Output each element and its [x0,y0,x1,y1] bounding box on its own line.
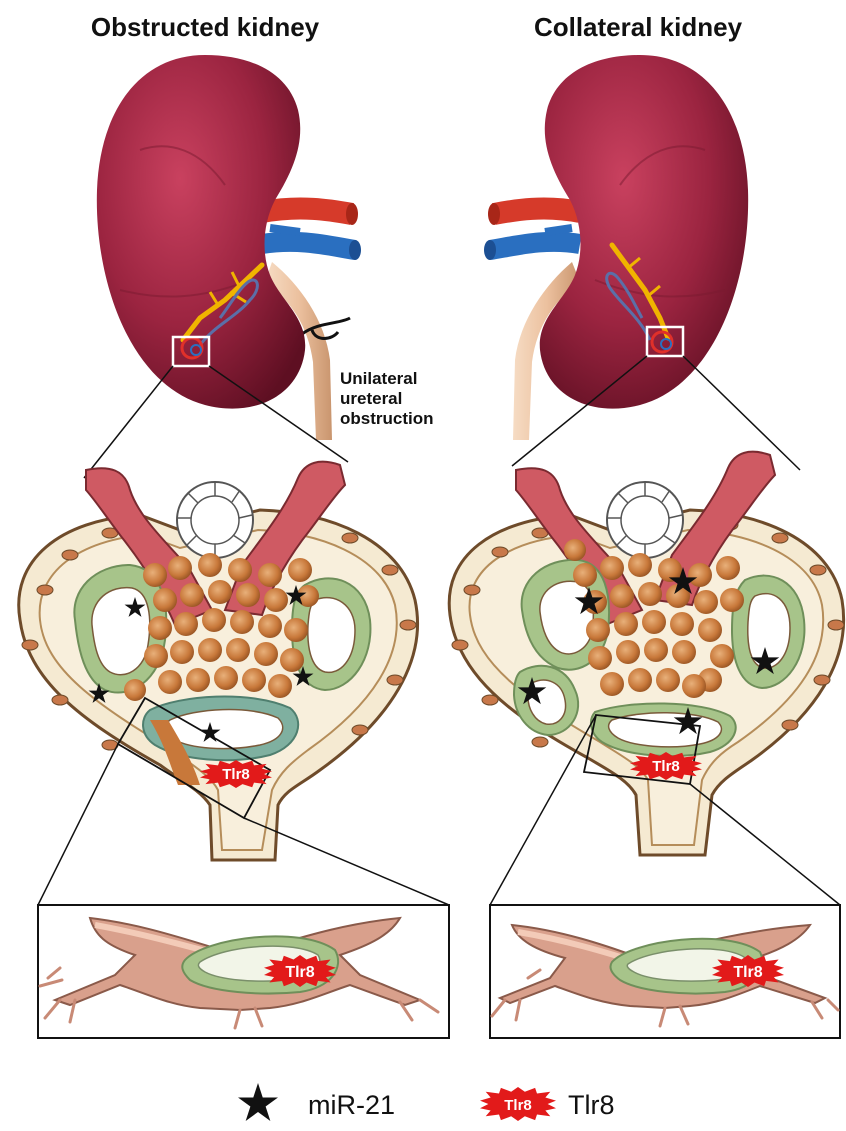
obstructed-capillary-zoom: Tlr8 [38,905,449,1038]
collateral-capillary-zoom: Tlr8 [490,905,840,1038]
legend: miR-21 Tlr8 Tlr8 [238,1083,614,1121]
obstructed-glomerulus: Tlr8 [19,462,418,860]
left-panel-title: Obstructed kidney [91,12,320,42]
legend-tlr8-label: Tlr8 [568,1090,615,1120]
legend-tlr8-badge-text: Tlr8 [504,1097,532,1114]
ligation-note-line-1: Unilateral [340,369,417,388]
ligation-note-line-2: ureteral [340,389,402,408]
obstructed-kidney [97,55,361,440]
mir21-legend-star-icon [238,1083,278,1121]
right-panel-title: Collateral kidney [534,12,743,42]
legend-mir21-label: miR-21 [308,1090,395,1120]
collateral-glomerulus: Tlr8 [449,452,844,855]
tlr8-tag-right-glomerulus: Tlr8 [652,758,680,775]
collateral-kidney [484,55,748,440]
tlr8-tag-left-glomerulus: Tlr8 [222,766,250,783]
ligation-note-line-3: obstruction [340,409,434,428]
tlr8-tag-left-zoom: Tlr8 [285,964,314,981]
tlr8-tag-right-zoom: Tlr8 [733,964,762,981]
